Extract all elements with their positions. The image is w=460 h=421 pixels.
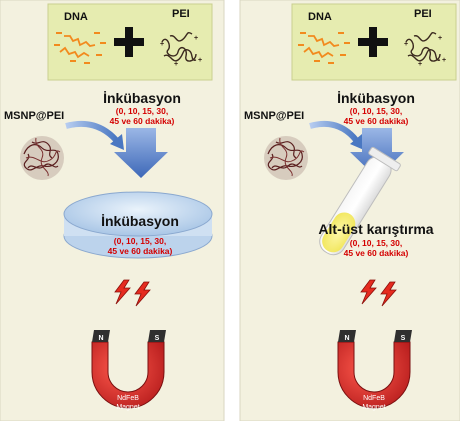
step2-detail-line2: 45 ve 60 dakika) — [108, 246, 173, 256]
step2-detail-line2: 45 ve 60 dakika) — [344, 248, 409, 258]
nanoparticle-icon — [263, 135, 309, 181]
magnet-pole-s: S — [401, 335, 406, 342]
curved-arrow-icon — [309, 120, 359, 142]
magnet-label-line1: NdFeB — [117, 395, 139, 402]
magnet-pole-s: S — [155, 335, 160, 342]
magnet-icon — [91, 330, 166, 409]
curved-arrow-head-icon — [350, 134, 364, 150]
test-tube-icon — [319, 146, 401, 256]
step1-detail-line1: (0, 10, 15, 30, — [350, 106, 402, 116]
curved-arrow-icon — [65, 120, 119, 143]
magnet-label-line2: Magnet — [116, 404, 139, 411]
down-arrow-icon — [114, 128, 168, 178]
pei-label: PEI — [414, 8, 432, 20]
step1-detail-line1: (0, 10, 15, 30, — [116, 106, 168, 116]
dna-label: DNA — [64, 11, 88, 23]
magnet-pole-n: N — [344, 335, 349, 342]
step1-detail-line2: 45 ve 60 dakika) — [344, 116, 409, 126]
step1-detail-line2: 45 ve 60 dakika) — [110, 116, 175, 126]
step2-detail-line1: (0, 10, 15, 30, — [114, 236, 166, 246]
plus-icon — [114, 27, 144, 57]
step2-title: İnkübasyon — [101, 213, 179, 229]
dna-label: DNA — [308, 11, 332, 23]
petri-dish-icon — [63, 191, 213, 259]
step1-title: İnkübasyon — [337, 90, 415, 106]
step1-title: İnkübasyon — [103, 90, 181, 106]
pei-label: PEI — [172, 8, 190, 20]
panel-right: DNA PEI İnkübasyon (0, 10, 15, 30, 45 ve… — [239, 0, 460, 421]
step2-title: Alt-üst karıştırma — [318, 221, 433, 237]
magnet-pole-n: N — [98, 335, 103, 342]
magnet-label-line1: NdFeB — [363, 395, 385, 402]
nanoparticle-label: MSNP@PEI — [244, 110, 304, 122]
curved-arrow-head-icon — [110, 134, 124, 150]
nanoparticle-label: MSNP@PEI — [4, 110, 64, 122]
nanoparticle-icon — [19, 135, 65, 181]
magnet-icon — [337, 330, 412, 409]
step2-detail-line1: (0, 10, 15, 30, — [350, 238, 402, 248]
plus-icon — [358, 27, 388, 57]
magnet-label-line2: Magnet — [362, 404, 385, 411]
panel-left: DNA PEI İnkübasyon (0, 10, 15, 30, 45 ve… — [0, 0, 225, 421]
